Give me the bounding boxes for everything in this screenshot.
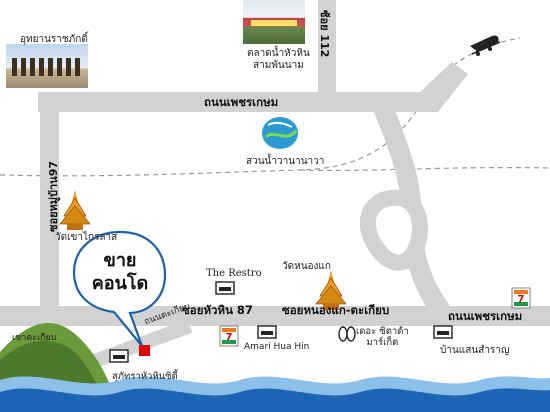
store-icon: 7 <box>219 325 239 347</box>
phetkasem-diagonal <box>420 62 468 112</box>
wat-nong-kae-label: วัดหนองแก <box>282 261 331 272</box>
callout-line-2: คอนโด <box>91 272 149 294</box>
market-walk-label: เดอะ ซิตาด้า มาร์เก็ต <box>356 326 409 348</box>
hotel-icon <box>109 349 129 363</box>
callout-bubble <box>72 230 167 347</box>
phetkasem-road-top <box>38 92 438 112</box>
wat-khao-krailat-label: วัดเขาไกรลาส <box>55 232 118 243</box>
takiab-hill-label: เขาตะเกียบ <box>12 333 57 343</box>
sea-front <box>0 388 550 412</box>
roundabout-road <box>359 189 429 271</box>
railway-line-lower <box>299 166 550 172</box>
soi-97-label: ซอยหมู่บ้าน97 <box>47 160 60 232</box>
hotel-icon <box>215 281 235 295</box>
hotel-icon <box>257 325 277 339</box>
park-label: อุทยานราชภักดิ์ <box>20 34 88 45</box>
water-park-logo <box>262 117 298 149</box>
soi-97-road <box>40 104 59 326</box>
callout-text: ขาย คอนโด <box>74 250 166 295</box>
soi-nong-kae-label: ซอยหนองแก-ตะเกียบ <box>282 303 390 317</box>
temple-icon <box>315 270 347 310</box>
suan-son-label: สุภัทราหัวหินซิตี้ <box>112 371 178 382</box>
store-badge: 7 <box>226 332 233 343</box>
phetkasem-bottom-label: ถนนเพชรเกษม <box>448 309 523 323</box>
amari-label: Amari Hua Hin <box>244 342 310 352</box>
phetkasem-top-label: ถนนเพชรเกษม <box>204 95 279 109</box>
ban-saen-label: บ้านแสนสำราญ <box>440 345 510 356</box>
water-park-label: สวนน้ำวานานาวา <box>246 156 325 167</box>
soi-112-label: ซ้อย 112 <box>318 10 331 58</box>
store-icon: 7 <box>511 287 531 309</box>
the-restro-label: The Restro <box>206 268 262 279</box>
callout-line-1: ขาย <box>103 250 137 271</box>
temple-icon <box>59 190 91 230</box>
soi-112-road <box>318 0 336 112</box>
store-badge: 7 <box>518 294 525 305</box>
location-marker <box>139 345 150 356</box>
park-photo <box>6 44 88 88</box>
hotel-icon <box>433 325 453 339</box>
market-icon <box>338 326 356 342</box>
market-photo <box>243 0 305 44</box>
train-icon <box>470 35 501 56</box>
market-label: ตลาดน้ำหัวหิน สามพันนาม <box>247 48 310 71</box>
soi-huahin-87-label: ซอยหัวหิน 87 <box>182 303 253 317</box>
